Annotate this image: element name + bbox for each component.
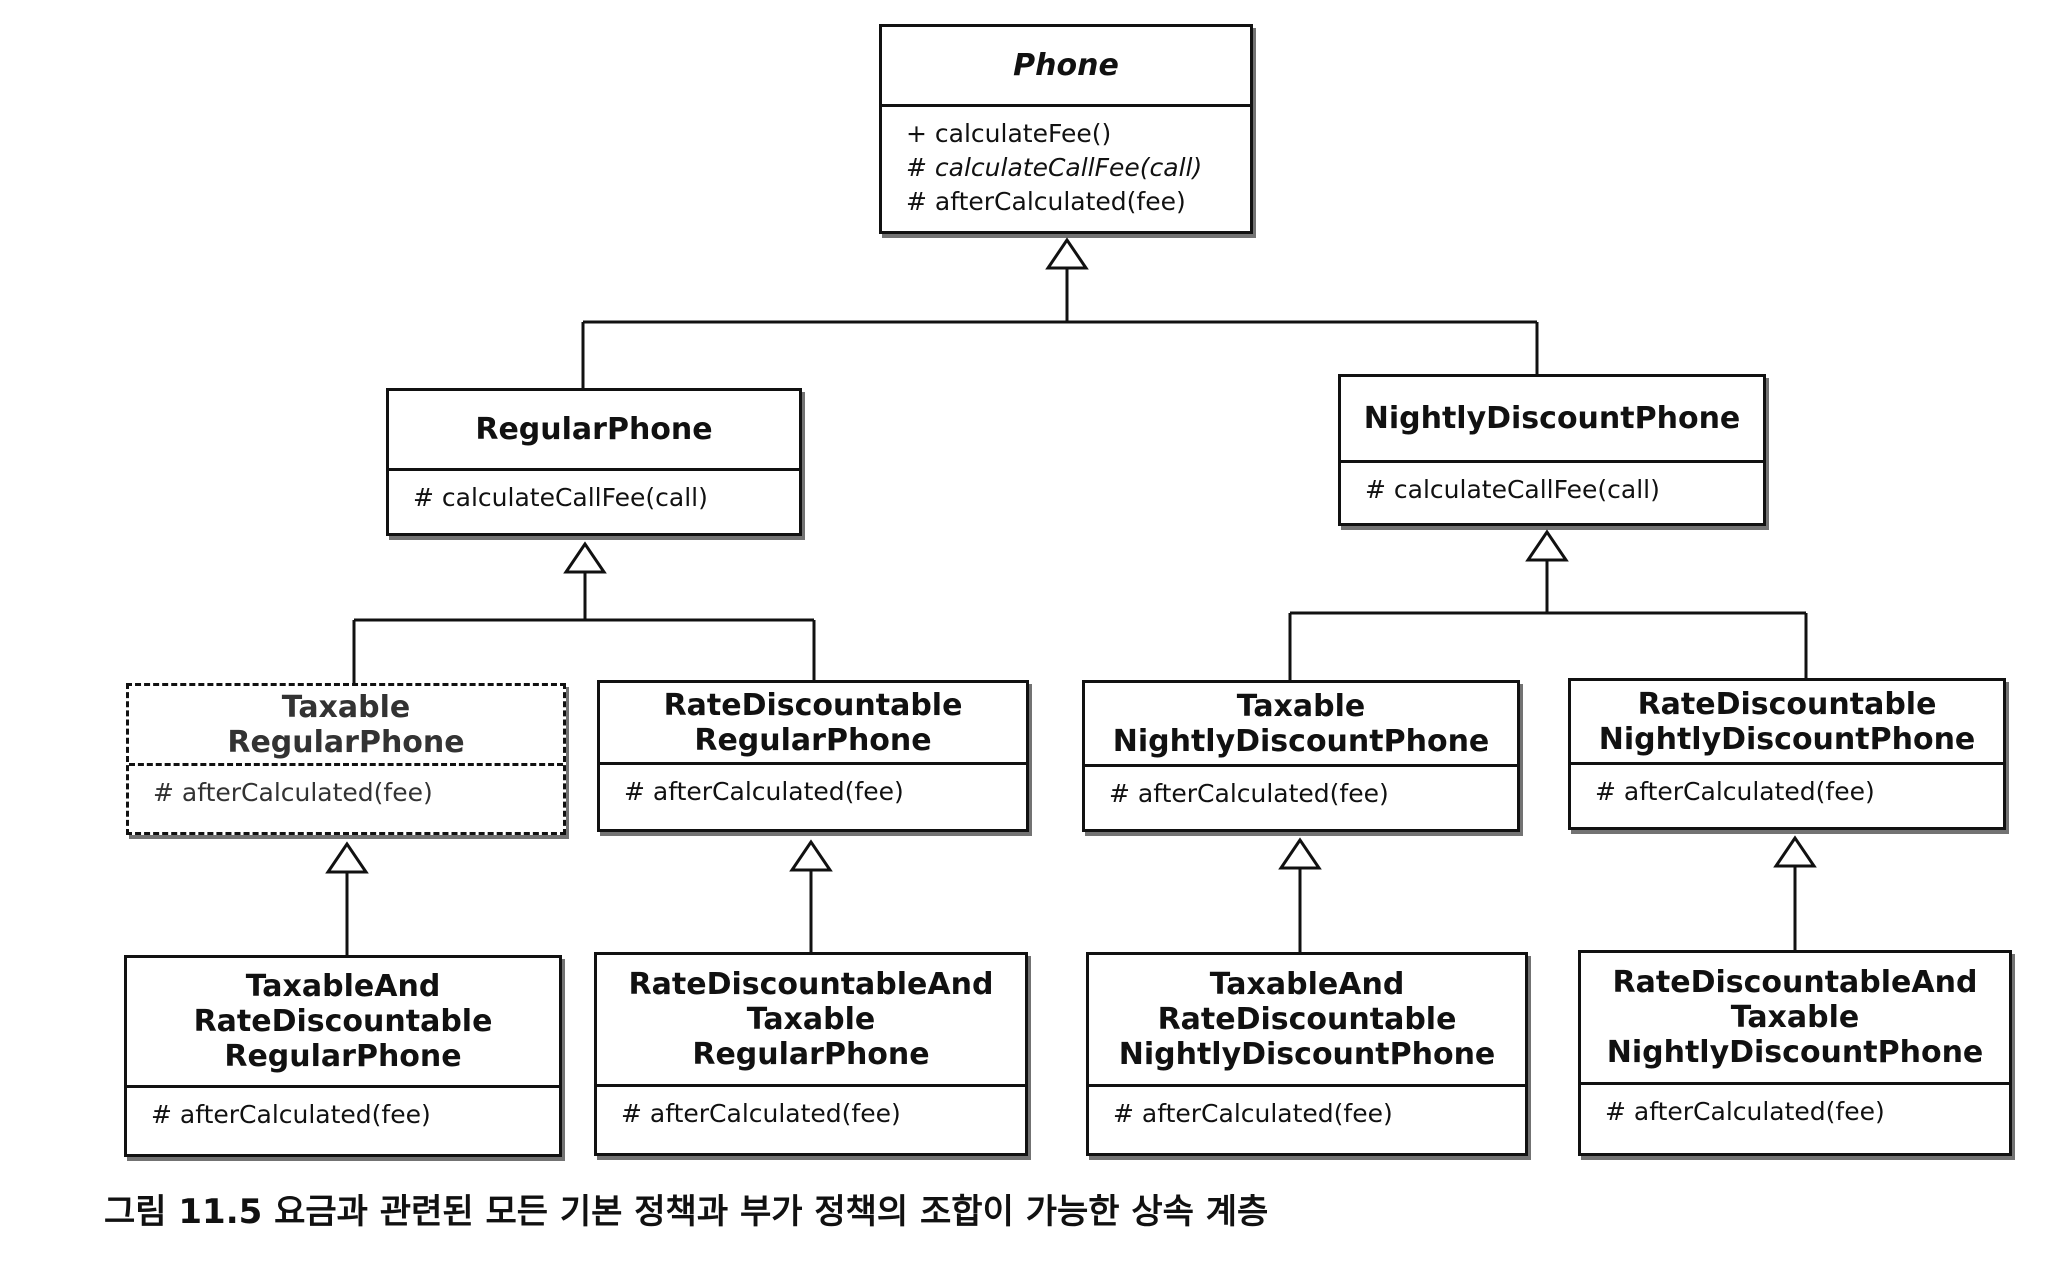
inheritance-arrow-rate-regular bbox=[789, 839, 833, 872]
operation-abstract: # calculateCallFee(call) bbox=[906, 153, 1203, 182]
inheritance-arrow-nightly bbox=[1525, 529, 1569, 562]
class-box-rate-discountable-and-taxable-regular-phone: RateDiscountableAnd Taxable RegularPhone… bbox=[594, 952, 1028, 1156]
class-name-line: Taxable bbox=[1730, 1000, 1860, 1035]
class-name-line: NightlyDiscountPhone bbox=[1112, 723, 1490, 759]
class-name: RegularPhone bbox=[389, 391, 799, 471]
class-box-taxable-regular-phone: Taxable RegularPhone # afterCalculated(f… bbox=[126, 683, 566, 835]
class-name-line: TaxableAnd bbox=[1209, 967, 1405, 1002]
class-name-line: RateDiscountable bbox=[663, 687, 963, 723]
operation: # calculateCallFee(call) bbox=[413, 483, 708, 512]
class-name: TaxableAnd RateDiscountable RegularPhone bbox=[127, 958, 559, 1088]
inheritance-arrow-rate-nightly bbox=[1773, 835, 1817, 868]
inheritance-arrow-phone bbox=[1045, 237, 1089, 270]
class-operations: # afterCalculated(fee) bbox=[600, 765, 1026, 819]
class-operations: + calculateFee() # calculateCallFee(call… bbox=[882, 107, 1250, 229]
class-box-nightly-discount-phone: NightlyDiscountPhone # calculateCallFee(… bbox=[1338, 374, 1766, 526]
operation: # afterCalculated(fee) bbox=[1113, 1099, 1393, 1128]
class-name-line: RegularPhone bbox=[694, 722, 932, 758]
class-name-line: NightlyDiscountPhone bbox=[1118, 1037, 1496, 1072]
inheritance-arrow-regular bbox=[563, 541, 607, 574]
class-box-taxable-and-rate-discountable-regular-phone: TaxableAnd RateDiscountable RegularPhone… bbox=[124, 955, 562, 1157]
class-name-line: Phone bbox=[1013, 48, 1119, 83]
class-operations: # afterCalculated(fee) bbox=[1571, 765, 2003, 819]
operation: # afterCalculated(fee) bbox=[906, 187, 1186, 216]
class-box-rate-discountable-regular-phone: RateDiscountable RegularPhone # afterCal… bbox=[597, 680, 1029, 832]
class-name-line: RateDiscountable bbox=[1157, 1002, 1457, 1037]
class-operations: # afterCalculated(fee) bbox=[597, 1087, 1025, 1141]
class-name: RateDiscountable NightlyDiscountPhone bbox=[1571, 681, 2003, 765]
class-name-line: RegularPhone bbox=[227, 724, 465, 760]
class-name-line: RegularPhone bbox=[224, 1039, 462, 1074]
class-operations: # calculateCallFee(call) bbox=[389, 471, 799, 525]
class-name-line: Taxable bbox=[746, 1002, 876, 1037]
operation: # afterCalculated(fee) bbox=[624, 777, 904, 806]
operation: # afterCalculated(fee) bbox=[621, 1099, 901, 1128]
class-name: Taxable NightlyDiscountPhone bbox=[1085, 683, 1517, 767]
class-name-line: RateDiscountableAnd bbox=[1612, 965, 1978, 1000]
class-name-line: Taxable bbox=[1236, 688, 1366, 724]
operation: # afterCalculated(fee) bbox=[153, 778, 433, 807]
operation: # afterCalculated(fee) bbox=[151, 1100, 431, 1129]
figure-caption: 그림 11.5 요금과 관련된 모든 기본 정책과 부가 정책의 조합이 가능한… bbox=[104, 1192, 1269, 1232]
class-name-line: NightlyDiscountPhone bbox=[1606, 1035, 1984, 1070]
class-name-line: TaxableAnd bbox=[245, 969, 441, 1004]
class-operations: # afterCalculated(fee) bbox=[1581, 1085, 2009, 1139]
class-name-line: NightlyDiscountPhone bbox=[1363, 401, 1741, 436]
operation: # calculateCallFee(call) bbox=[1365, 475, 1660, 504]
class-operations: # afterCalculated(fee) bbox=[1085, 767, 1517, 821]
class-name-line: RateDiscountableAnd bbox=[628, 967, 994, 1002]
operation: # afterCalculated(fee) bbox=[1595, 777, 1875, 806]
inheritance-arrow-taxable-nightly bbox=[1278, 837, 1322, 870]
class-name: Phone bbox=[882, 27, 1250, 107]
class-operations: # calculateCallFee(call) bbox=[1341, 463, 1763, 517]
class-operations: # afterCalculated(fee) bbox=[1089, 1087, 1525, 1141]
class-box-rate-discountable-nightly-discount-phone: RateDiscountable NightlyDiscountPhone # … bbox=[1568, 678, 2006, 830]
class-box-regular-phone: RegularPhone # calculateCallFee(call) bbox=[386, 388, 802, 536]
class-name: RateDiscountableAnd Taxable RegularPhone bbox=[597, 955, 1025, 1087]
class-box-taxable-and-rate-discountable-nightly-discount-phone: TaxableAnd RateDiscountable NightlyDisco… bbox=[1086, 952, 1528, 1156]
class-name: TaxableAnd RateDiscountable NightlyDisco… bbox=[1089, 955, 1525, 1087]
class-box-rate-discountable-and-taxable-nightly-discount-phone: RateDiscountableAnd Taxable NightlyDisco… bbox=[1578, 950, 2012, 1156]
operation: + calculateFee() bbox=[906, 119, 1112, 148]
class-name-line: RateDiscountable bbox=[1637, 686, 1937, 722]
class-name-line: RateDiscountable bbox=[193, 1004, 493, 1039]
class-box-taxable-nightly-discount-phone: Taxable NightlyDiscountPhone # afterCalc… bbox=[1082, 680, 1520, 832]
inheritance-arrow-taxable-regular bbox=[325, 841, 369, 874]
class-name-line: Taxable bbox=[281, 689, 411, 725]
class-name: NightlyDiscountPhone bbox=[1341, 377, 1763, 463]
class-name-line: RegularPhone bbox=[692, 1037, 930, 1072]
operation: # afterCalculated(fee) bbox=[1605, 1097, 1885, 1126]
operation: # afterCalculated(fee) bbox=[1109, 779, 1389, 808]
class-name-line: NightlyDiscountPhone bbox=[1598, 721, 1976, 757]
class-name: RateDiscountableAnd Taxable NightlyDisco… bbox=[1581, 953, 2009, 1085]
class-operations: # afterCalculated(fee) bbox=[129, 766, 563, 820]
class-name: Taxable RegularPhone bbox=[129, 686, 563, 766]
class-operations: # afterCalculated(fee) bbox=[127, 1088, 559, 1142]
class-box-phone: Phone + calculateFee() # calculateCallFe… bbox=[879, 24, 1253, 234]
class-name: RateDiscountable RegularPhone bbox=[600, 683, 1026, 765]
class-name-line: RegularPhone bbox=[475, 412, 713, 447]
